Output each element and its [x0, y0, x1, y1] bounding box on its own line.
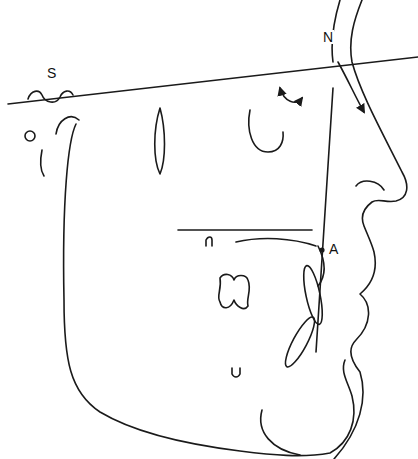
n-a-line: [316, 88, 333, 352]
landmark-label: S: [46, 66, 57, 80]
mandible: [64, 124, 354, 456]
molars: [219, 274, 250, 308]
a-point: [320, 248, 324, 252]
porion: [25, 131, 35, 141]
condyle-mark: [41, 150, 44, 176]
sella-turcica: [28, 91, 73, 102]
pterygomaxillary-fissure: [155, 108, 165, 174]
orbit: [249, 110, 283, 152]
nostril: [356, 181, 384, 190]
angle-arrow: [280, 88, 302, 102]
soft-tissue-profile: [334, 0, 407, 459]
mark-u: [232, 368, 240, 377]
palate: [236, 239, 316, 246]
symphysis: [261, 410, 300, 455]
lower-incisor: [281, 314, 320, 370]
palatal-plane: [178, 229, 312, 231]
mark-n: [206, 237, 212, 246]
landmark-label: N: [322, 30, 334, 44]
landmark-label: A: [328, 242, 339, 256]
